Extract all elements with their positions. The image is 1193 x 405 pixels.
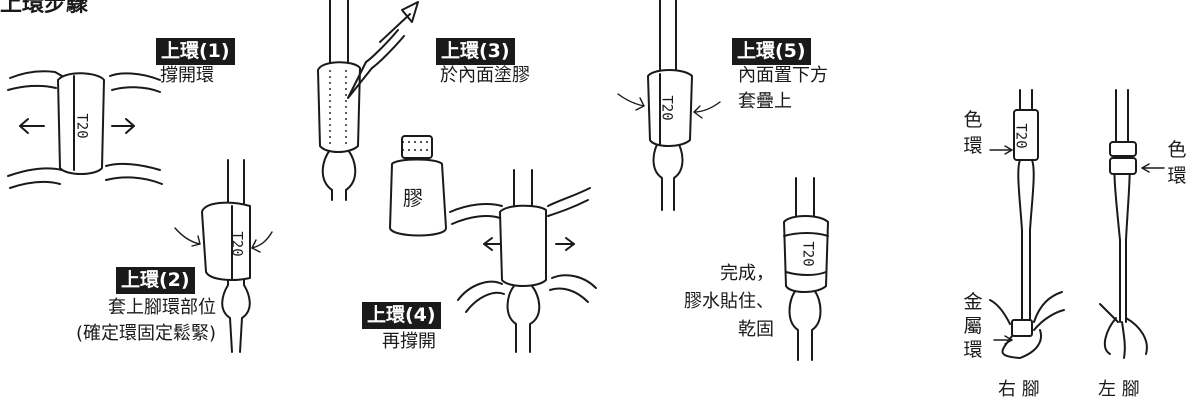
metal-ring-char3: 環 — [963, 339, 983, 361]
step4-illustration — [449, 169, 597, 353]
arrow-curve-right-5 — [693, 101, 721, 113]
step1-badge: 上環(1) — [156, 38, 235, 65]
right-color-ring — [1013, 109, 1039, 161]
glue-bottle — [389, 135, 447, 237]
metal-ring-char1: 金 — [963, 291, 983, 313]
color-ring-right-char2: 環 — [963, 135, 983, 157]
ring-code-step1: T20 — [73, 113, 90, 139]
step5-text-line1: 內面置下方 — [738, 65, 828, 86]
ring-code-finished: T20 — [799, 241, 816, 267]
step5-illustration — [617, 0, 721, 211]
left-color-ring-2 — [1109, 157, 1137, 175]
step2-text-line2: (確定環固定鬆緊) — [75, 323, 216, 344]
step3-illustration — [317, 0, 419, 201]
step1-illustration — [7, 70, 163, 189]
step1-text-line1: 撐開環 — [160, 65, 214, 86]
arrow-curve-left-2 — [174, 227, 201, 245]
step4-badge: 上環(4) — [362, 302, 441, 329]
finish-text-line3: 乾固 — [738, 319, 774, 340]
ring-code-right-leg: T20 — [1012, 123, 1029, 149]
right-leg-illustration — [989, 89, 1065, 359]
hand-top-right-finger — [109, 72, 161, 81]
hand-bottom-left-finger — [7, 167, 63, 177]
step4-text-line1: 再撐開 — [382, 331, 436, 352]
left-color-ring-1 — [1109, 141, 1137, 157]
arrow-curve-left-5 — [617, 93, 645, 107]
brush-bristles — [347, 61, 373, 99]
hand-bottom-right-finger — [105, 162, 161, 171]
ring-code-step5: T20 — [658, 95, 675, 121]
step4-ring — [499, 204, 547, 287]
step3-badge: 上環(3) — [436, 38, 515, 65]
step5-text-line2: 套疊上 — [738, 91, 792, 112]
arrow-curve-right-2 — [251, 231, 273, 249]
color-ring-right-char1: 色 — [963, 109, 983, 131]
finish-text-line2: 膠水貼住、 — [684, 291, 774, 312]
leg2-right — [239, 159, 251, 353]
step2-illustration — [174, 159, 273, 353]
step3-ring — [317, 61, 361, 153]
header-fragment: 上環步驟 — [0, 0, 89, 17]
finish-text-line1: 完成， — [720, 263, 774, 284]
hand-top-left-finger — [9, 70, 63, 79]
finished-illustration — [783, 177, 829, 361]
metal-ring-char2: 屬 — [963, 315, 983, 337]
glue-bottle-label: 膠 — [403, 186, 423, 210]
left-leg-left-edge — [1113, 89, 1121, 323]
step5-badge: 上環(5) — [732, 38, 811, 65]
right-metal-ring — [1011, 319, 1033, 337]
color-ring-left-char2: 環 — [1167, 165, 1187, 187]
leg2-left — [221, 159, 233, 353]
step1-ring-body — [57, 72, 105, 175]
left-foot-caption: 左 腳 — [1098, 379, 1140, 400]
step2-text-line1: 套上腳環部位 — [108, 297, 216, 318]
step3-text-line1: 於內面塗膠 — [440, 65, 530, 86]
left-leg-illustration — [1099, 89, 1165, 359]
color-ring-left-char1: 色 — [1167, 139, 1187, 161]
ring-code-step2: T20 — [228, 231, 245, 257]
right-foot-caption: 右 腳 — [998, 379, 1040, 400]
step2-badge: 上環(2) — [116, 267, 195, 294]
step2-ring — [201, 201, 251, 281]
